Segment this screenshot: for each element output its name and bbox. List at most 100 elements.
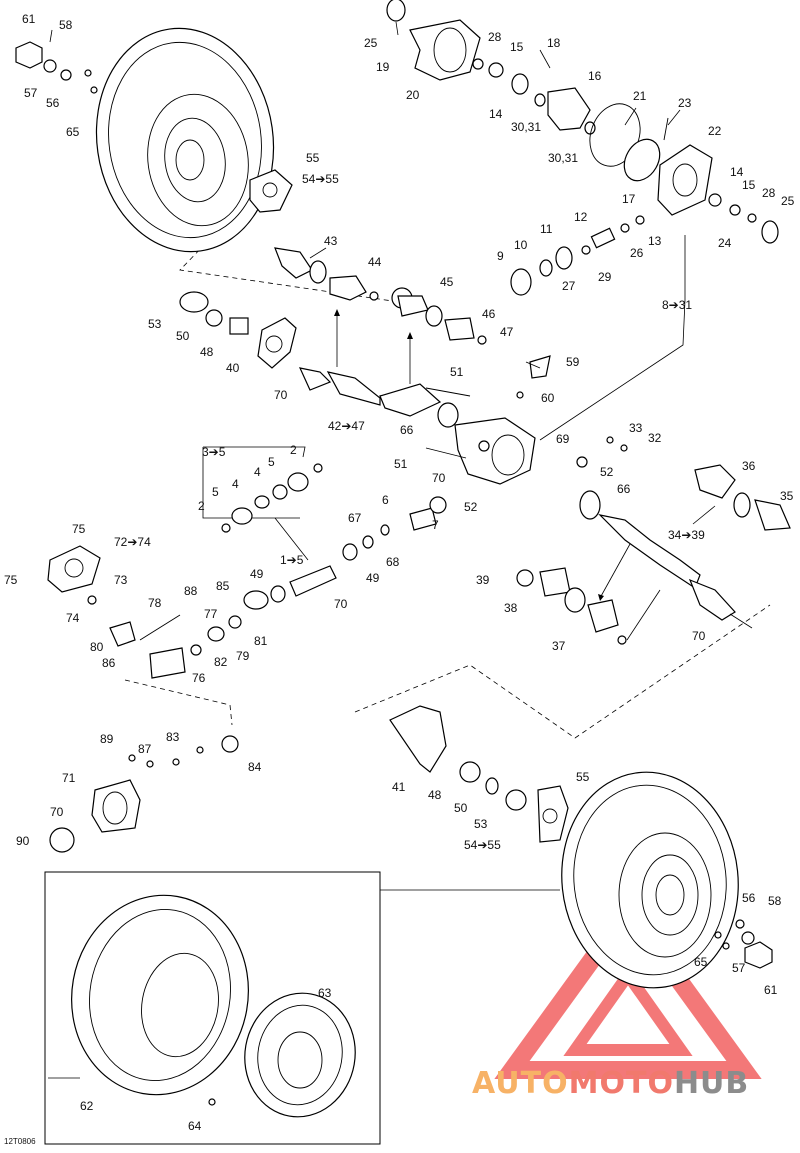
callout-6: 6 <box>382 493 389 507</box>
pinion-gear-parts <box>510 215 645 296</box>
callout-8-31: 8➔31 <box>662 298 692 312</box>
callout-20: 20 <box>406 88 420 102</box>
callout-1-5: 1➔5 <box>280 553 304 567</box>
callout-83: 83 <box>166 730 180 744</box>
half-shaft-upper <box>274 247 487 345</box>
callout-53-top: 53 <box>148 317 162 331</box>
callout-70-d: 70 <box>692 629 706 643</box>
callout-30-31-a: 30,31 <box>511 120 541 134</box>
callout-48-top: 48 <box>200 345 214 359</box>
callout-72-74: 72➔74 <box>114 535 151 549</box>
callout-49-b: 49 <box>366 571 380 585</box>
watermark-text-auto: AUTO <box>472 1066 569 1101</box>
callout-70-e: 70 <box>50 805 64 819</box>
callout-54-55-top: 54➔55 <box>302 172 339 186</box>
callout-24: 24 <box>718 236 732 250</box>
callout-85: 85 <box>216 579 230 593</box>
callout-23: 23 <box>678 96 692 110</box>
callout-16: 16 <box>588 69 602 83</box>
callout-74: 74 <box>66 611 80 625</box>
front-differential <box>425 355 628 485</box>
callout-58-top: 58 <box>59 18 73 32</box>
rear-knuckle-assembly <box>389 705 569 843</box>
callout-14-top: 14 <box>489 107 503 121</box>
callout-25-top: 25 <box>364 36 378 50</box>
callout-48-bottom: 48 <box>428 788 442 802</box>
callout-56-bottom: 56 <box>742 891 756 905</box>
inset-wheel-box <box>44 871 560 1145</box>
callout-10: 10 <box>514 238 528 252</box>
callout-57-top: 57 <box>24 86 38 100</box>
callout-15-right: 15 <box>742 178 756 192</box>
callout-50-top: 50 <box>176 329 190 343</box>
callout-62: 62 <box>80 1099 94 1113</box>
callout-76: 76 <box>192 671 206 685</box>
callout-87: 87 <box>138 742 152 756</box>
callout-49-a: 49 <box>250 567 264 581</box>
callout-70-a: 70 <box>274 388 288 402</box>
callout-45: 45 <box>440 275 454 289</box>
callout-43: 43 <box>324 234 338 248</box>
callout-71: 71 <box>62 771 76 785</box>
callout-42-47: 42➔47 <box>328 419 365 433</box>
callout-79: 79 <box>236 649 250 663</box>
callout-3-5: 3➔5 <box>202 445 226 459</box>
callout-70-b: 70 <box>432 471 446 485</box>
actuator-left <box>47 545 242 679</box>
callout-86: 86 <box>102 656 116 670</box>
callout-35: 35 <box>780 489 794 503</box>
callout-60: 60 <box>541 391 555 405</box>
callout-28-right: 28 <box>762 186 776 200</box>
callout-53-bottom: 53 <box>474 817 488 831</box>
callout-66-a: 66 <box>400 423 414 437</box>
callout-61-bottom: 61 <box>764 983 778 997</box>
callout-28-top: 28 <box>488 30 502 44</box>
wheel-nut-front-left <box>15 41 98 94</box>
callout-70-c: 70 <box>334 597 348 611</box>
lower-actuator <box>49 735 239 853</box>
callout-80: 80 <box>90 640 104 654</box>
callout-40: 40 <box>226 361 240 375</box>
callout-27: 27 <box>562 279 576 293</box>
half-shaft-right <box>579 464 791 621</box>
bellows-group <box>221 463 323 533</box>
callout-26: 26 <box>630 246 644 260</box>
callout-11: 11 <box>540 222 553 236</box>
callout-88: 88 <box>184 584 198 598</box>
callout-38: 38 <box>504 601 518 615</box>
front-drive-shaft-line <box>243 496 447 610</box>
callout-52-a: 52 <box>600 465 614 479</box>
callout-56-top: 56 <box>46 96 60 110</box>
callout-58-bottom: 58 <box>768 894 782 908</box>
front-left-wheel <box>95 27 275 253</box>
callout-57-bottom: 57 <box>732 961 746 975</box>
callout-9: 9 <box>497 249 504 263</box>
callout-leaders <box>48 21 753 1079</box>
watermark-text-moto: MOTO <box>568 1066 674 1101</box>
callout-51-a: 51 <box>450 365 464 379</box>
callout-13: 13 <box>648 234 662 248</box>
callout-54-55-bottom: 54➔55 <box>464 838 501 852</box>
callout-2-a: 2 <box>290 443 297 457</box>
callout-82: 82 <box>214 655 228 669</box>
callout-5-b: 5 <box>212 485 219 499</box>
callout-12: 12 <box>574 210 588 224</box>
callout-18: 18 <box>547 36 561 50</box>
wheel-hub-front-left <box>249 169 293 213</box>
callout-2-b: 2 <box>198 499 205 513</box>
callout-68: 68 <box>386 555 400 569</box>
rear-differential-housing <box>386 0 779 244</box>
callout-29: 29 <box>598 270 612 284</box>
rear-right-wheel <box>561 771 739 989</box>
watermark-text-hub: HUB <box>673 1066 750 1101</box>
callout-78: 78 <box>148 596 162 610</box>
callout-30-31-b: 30,31 <box>548 151 578 165</box>
callout-14-right: 14 <box>730 165 744 179</box>
callout-44: 44 <box>368 255 382 269</box>
callout-25-right: 25 <box>781 194 795 208</box>
callout-21: 21 <box>633 89 647 103</box>
callout-46: 46 <box>482 307 496 321</box>
callout-17: 17 <box>622 192 636 206</box>
front-knuckle-assembly <box>179 291 297 369</box>
drawing-reference: 12T0806 <box>4 1137 36 1146</box>
